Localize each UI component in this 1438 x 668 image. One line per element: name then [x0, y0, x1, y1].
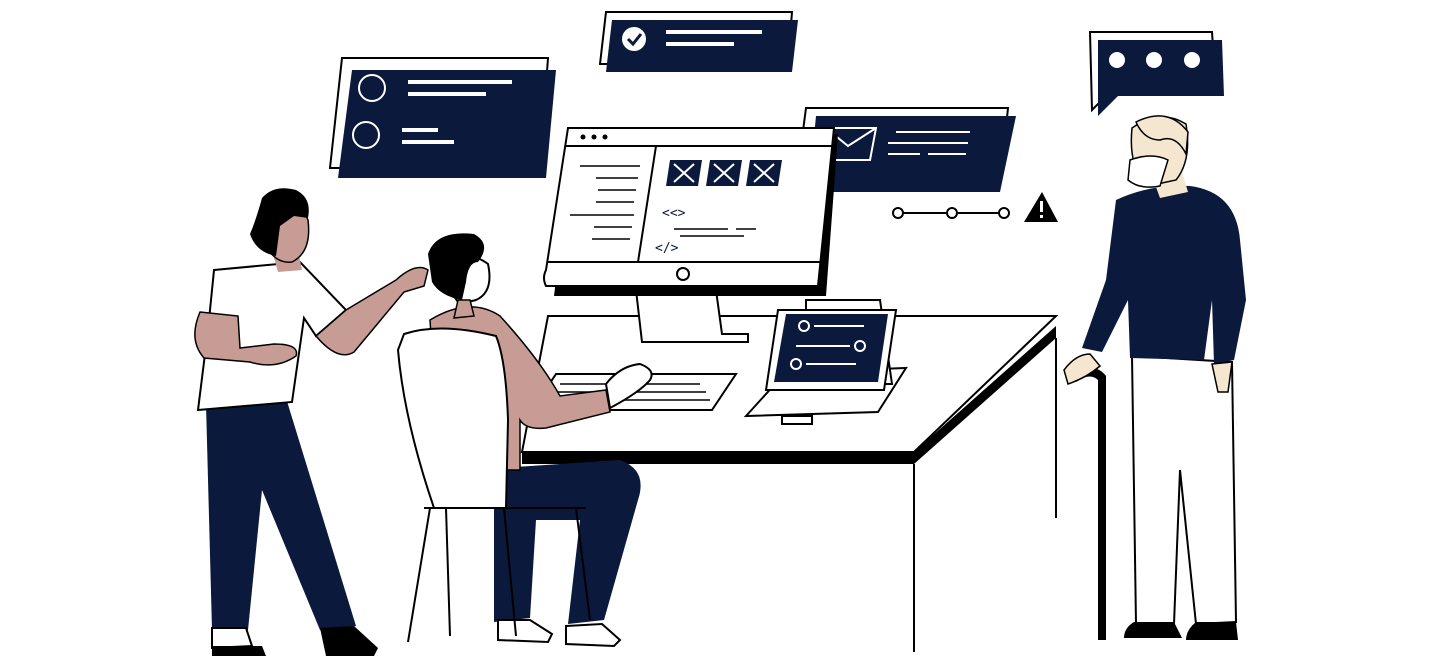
check-icon: [622, 27, 646, 51]
floating-options-card: [328, 57, 556, 178]
progress-steps: [892, 207, 1010, 219]
standing-person-left: [194, 188, 429, 656]
ellipsis-icon: [1109, 52, 1200, 68]
tablet: [743, 299, 908, 425]
seated-person: [396, 233, 653, 648]
elderly-man: [1063, 115, 1246, 640]
radio-circle-icon: [358, 74, 386, 102]
radio-circle-icon: [352, 121, 380, 149]
close-x-icon: [746, 160, 782, 186]
floating-check-card: [598, 11, 798, 72]
close-x-icon: [706, 160, 742, 186]
warning-icon: [1024, 192, 1058, 222]
code-close-tag: </>: [655, 241, 679, 256]
desktop-monitor: <<> </>: [543, 127, 838, 343]
close-x-icon: [666, 160, 702, 186]
code-open-tag: <<>: [662, 206, 686, 221]
speech-bubble: [1088, 31, 1224, 116]
